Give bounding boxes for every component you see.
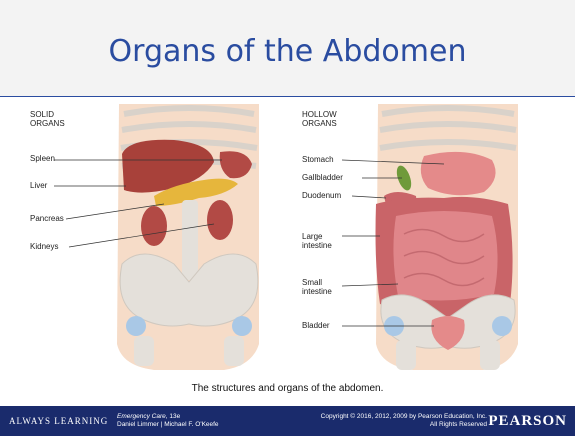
hollow-organs-heading: HOLLOW ORGANS xyxy=(302,110,337,128)
footer-book-info: Emergency Care, 13e Daniel Limmer | Mich… xyxy=(117,413,219,429)
footer-copyright: Copyright © 2016, 2012, 2009 by Pearson … xyxy=(321,413,487,429)
book-title: Emergency Care xyxy=(117,413,166,420)
footer-brand: ALWAYS LEARNING xyxy=(9,416,108,426)
hollow-organs-illustration xyxy=(376,104,519,370)
solid-organs-heading: SOLID ORGANS xyxy=(30,110,65,128)
label-small-intestine: Small intestine xyxy=(302,278,332,296)
label-pancreas: Pancreas xyxy=(30,214,64,223)
copyright-text: Copyright © 2016, 2012, 2009 by Pearson … xyxy=(321,413,487,420)
label-large-intestine: Large intestine xyxy=(302,232,332,250)
label-liver: Liver xyxy=(30,181,47,190)
abdomen-figure-art xyxy=(24,104,549,374)
publisher-logo: PEARSON xyxy=(488,413,567,430)
figure-caption: The structures and organs of the abdomen… xyxy=(0,383,575,394)
label-bladder: Bladder xyxy=(302,321,330,330)
book-edition: , 13e xyxy=(166,413,180,420)
footer-bar: ALWAYS LEARNING Emergency Care, 13e Dani… xyxy=(0,406,575,436)
label-stomach: Stomach xyxy=(302,155,334,164)
label-duodenum: Duodenum xyxy=(302,191,341,200)
rights-text: All Rights Reserved xyxy=(430,421,487,428)
abdomen-illustration: SOLID ORGANS Spleen Liver Pancreas Kidne… xyxy=(24,104,549,374)
solid-organs-illustration xyxy=(117,104,259,370)
title-divider xyxy=(0,96,575,97)
label-spleen: Spleen xyxy=(30,154,55,163)
slide-title: Organs of the Abdomen xyxy=(0,34,575,69)
book-authors: Daniel Limmer | Michael F. O'Keefe xyxy=(117,421,219,428)
label-kidneys: Kidneys xyxy=(30,242,58,251)
label-gallbladder: Gallbladder xyxy=(302,173,343,182)
